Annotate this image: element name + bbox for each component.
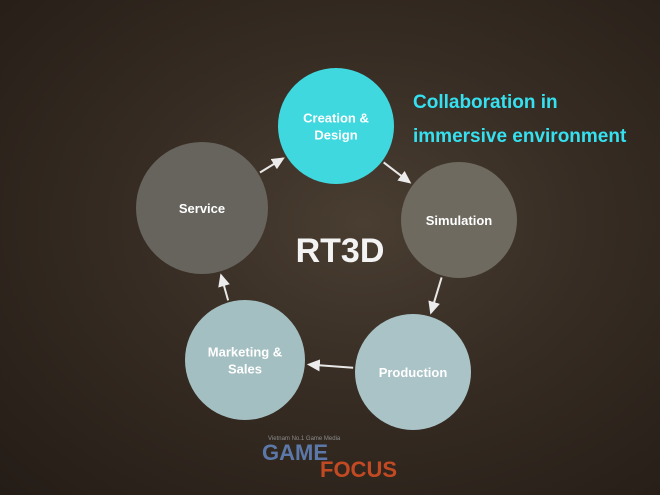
node-marketing-circle: [185, 300, 305, 420]
watermark-logo: Vietnam No.1 Game Media GAME FOCUS: [262, 436, 397, 482]
callout-line-2: immersive environment: [413, 126, 627, 147]
arrow-service-to-creation: [259, 157, 285, 174]
arrow-creation-to-simulation: [383, 161, 412, 184]
watermark-brand-left: GAME: [262, 440, 328, 465]
node-simulation: Simulation: [401, 162, 517, 278]
node-creation-circle: [278, 68, 394, 184]
diagram-center-label: RT3D: [296, 232, 385, 270]
node-simulation-label: Simulation: [426, 213, 493, 228]
node-creation-label: Creation &: [303, 111, 369, 126]
node-marketing-label: Marketing &: [208, 345, 282, 360]
node-marketing: Marketing & Sales: [185, 300, 305, 420]
callout-text: Collaboration in immersive environment: [413, 92, 627, 147]
watermark-tagline: Vietnam No.1 Game Media: [268, 436, 341, 442]
node-production: Production: [355, 314, 471, 430]
arrow-production-to-marketing: [306, 359, 354, 372]
watermark-brand-right: FOCUS: [320, 457, 397, 482]
node-service-circle: [136, 142, 268, 274]
node-creation: Creation & Design: [278, 68, 394, 184]
cycle-connectors: [218, 157, 443, 372]
callout-line-1: Collaboration in: [413, 92, 558, 113]
node-service: Service: [136, 142, 268, 274]
node-simulation-circle: [401, 162, 517, 278]
node-marketing-label: Sales: [228, 362, 262, 377]
arrow-marketing-to-service: [218, 273, 230, 301]
arrow-simulation-to-production: [428, 277, 443, 315]
node-production-circle: [355, 314, 471, 430]
node-service-label: Service: [179, 201, 225, 216]
node-production-label: Production: [379, 365, 448, 380]
node-creation-label: Design: [314, 128, 357, 143]
